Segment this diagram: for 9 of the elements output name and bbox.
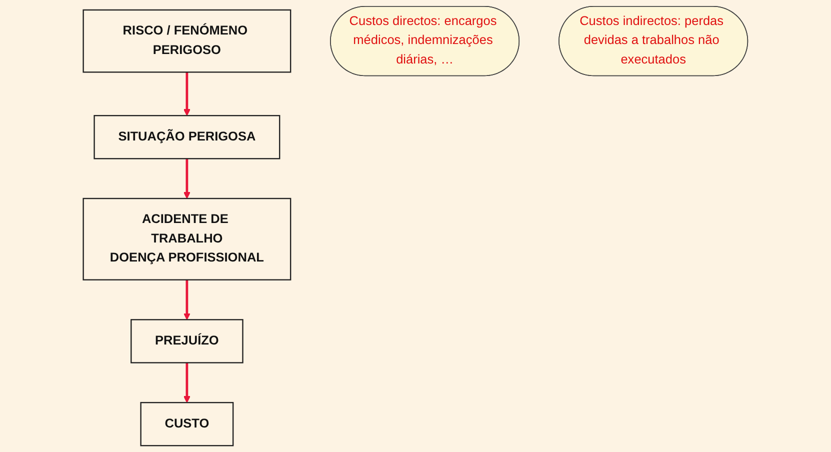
node-box: ACIDENTE DE TRABALHO DOENÇA PROFISSIONAL xyxy=(82,198,292,280)
arrow xyxy=(183,70,190,116)
node-box: RISCO / FENÓMENO PERIGOSO xyxy=(82,9,292,73)
node-box: SITUAÇÃO PERIGOSA xyxy=(94,115,280,160)
node-box: CUSTO xyxy=(140,402,234,446)
node-box: PREJUÍZO xyxy=(130,319,244,364)
arrow xyxy=(183,157,190,199)
arrow xyxy=(183,362,190,403)
arrow xyxy=(183,278,190,320)
